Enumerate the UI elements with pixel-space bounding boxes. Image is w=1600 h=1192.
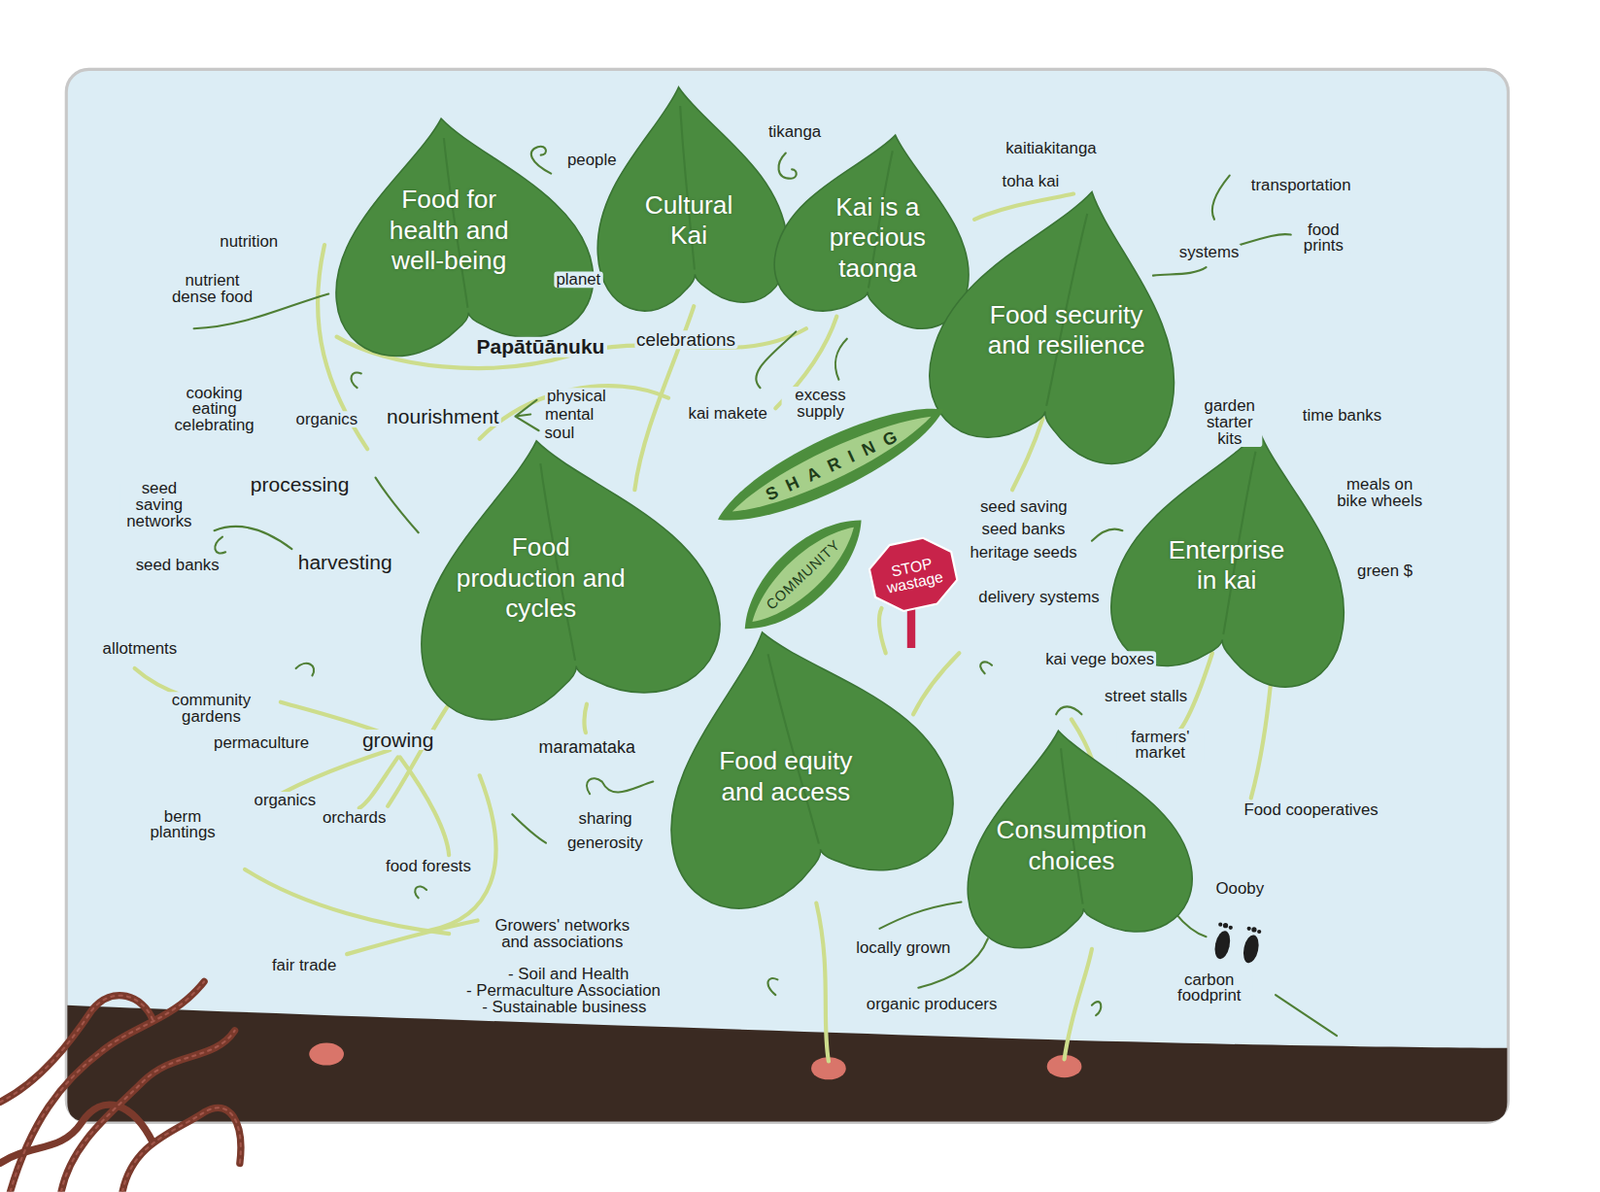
concept-label: time banks xyxy=(1300,407,1384,424)
concept-label: kaitiakitanga xyxy=(1003,139,1099,157)
worms xyxy=(0,981,241,1192)
concept-label: excess supply xyxy=(782,386,860,420)
concept-label: food prints xyxy=(1295,220,1352,254)
concept-label: seed banks xyxy=(134,557,222,575)
concept-label: Food cooperatives xyxy=(1241,802,1380,819)
footprints xyxy=(1212,922,1261,965)
concept-label: celebrations xyxy=(634,330,738,349)
concept-label: organics xyxy=(251,791,318,809)
concept-label: generosity xyxy=(565,834,646,852)
vines xyxy=(135,194,1271,1062)
concept-label: delivery systems xyxy=(976,588,1101,606)
concept-label: green $ xyxy=(1355,563,1415,580)
concept-label: nutrient dense food xyxy=(166,272,259,306)
concept-label: Papātūānuku xyxy=(474,337,607,358)
theme-leaf: Consumption choices xyxy=(958,729,1189,954)
concept-label: seed saving networks xyxy=(120,479,199,530)
concept-label: planet xyxy=(553,271,603,288)
concept-label: garden starter kits xyxy=(1196,397,1262,447)
concept-label: seed banks xyxy=(979,521,1067,539)
node-label: Food equity and access xyxy=(699,745,874,807)
theme-leaf: Food equity and access xyxy=(652,626,944,908)
theme-leaf: Kai is a precious taonga xyxy=(778,133,978,333)
concept-label: toha kai xyxy=(999,173,1061,191)
theme-leaf: Food production and cycles xyxy=(408,439,715,725)
seeds xyxy=(308,1043,1082,1081)
concept-label: carbon foodprint xyxy=(1165,970,1254,1004)
stop-sign: STOP wastage xyxy=(865,533,962,617)
concept-label: cooking eating celebrating xyxy=(169,383,259,434)
theme-leaf: Food security and resilience xyxy=(937,188,1188,470)
concept-label: meals on bike wheels xyxy=(1330,476,1430,510)
concept-label: soul xyxy=(542,424,577,442)
concept-label: permaculture xyxy=(211,734,311,751)
concept-label: street stalls xyxy=(1102,687,1190,705)
concept-label: - Soil and Health xyxy=(506,966,631,984)
concept-label: organics xyxy=(294,410,361,428)
concept-label: heritage seeds xyxy=(967,544,1079,561)
community-leaf: COMMUNITY xyxy=(722,496,885,653)
concept-label: nutrition xyxy=(217,234,280,251)
concept-label: Growers' networks and associations xyxy=(486,917,640,951)
node-label: Food production and cycles xyxy=(453,531,628,624)
concept-label: allotments xyxy=(100,641,179,658)
concept-label: harvesting xyxy=(296,551,395,573)
concept-label: kai vege boxes xyxy=(1043,650,1157,668)
node-label: Kai is a precious taonga xyxy=(808,190,947,283)
concept-label: locally grown xyxy=(853,939,953,956)
concept-label: tikanga xyxy=(766,123,823,140)
node-label: Food for health and well-being xyxy=(367,183,531,276)
concept-label: systems xyxy=(1177,243,1242,261)
concept-label: - Permaculture Association xyxy=(464,983,663,1000)
concept-label: processing xyxy=(248,474,352,495)
panel xyxy=(66,68,1508,1123)
concept-label: fair trade xyxy=(270,956,340,974)
stop-sign-pole xyxy=(907,607,916,648)
concept-label: orchards xyxy=(320,809,389,826)
concept-label: Oooby xyxy=(1213,880,1266,897)
node-label: Food security and resilience xyxy=(969,299,1164,361)
node-label: Consumption choices xyxy=(985,814,1159,876)
concept-label: transportation xyxy=(1249,177,1354,195)
node-label: Cultural Kai xyxy=(627,188,750,250)
concept-label: sharing xyxy=(576,810,634,827)
concept-label: physical xyxy=(544,387,609,405)
concept-label: farmers' market xyxy=(1116,727,1204,761)
concept-label: community gardens xyxy=(162,691,261,725)
concept-label: organic producers xyxy=(864,995,1000,1013)
soil xyxy=(67,1005,1507,1123)
concept-label: people xyxy=(565,152,619,170)
concept-label: food forests xyxy=(383,857,474,875)
theme-leaf: Food for health and well-being xyxy=(326,117,590,363)
node-label: Enterprise in kai xyxy=(1159,533,1294,595)
theme-leaf: Cultural Kai xyxy=(591,86,786,322)
concept-label: mental xyxy=(543,406,597,423)
concept-label: kai makete xyxy=(685,405,769,422)
concept-label: maramataka xyxy=(537,738,638,756)
concept-label: growing xyxy=(360,729,437,750)
concept-label: berm plantings xyxy=(140,807,225,841)
concept-label: - Sustainable business xyxy=(479,998,648,1016)
concept-label: seed saving xyxy=(978,499,1070,516)
concept-label: nourishment xyxy=(384,406,502,427)
